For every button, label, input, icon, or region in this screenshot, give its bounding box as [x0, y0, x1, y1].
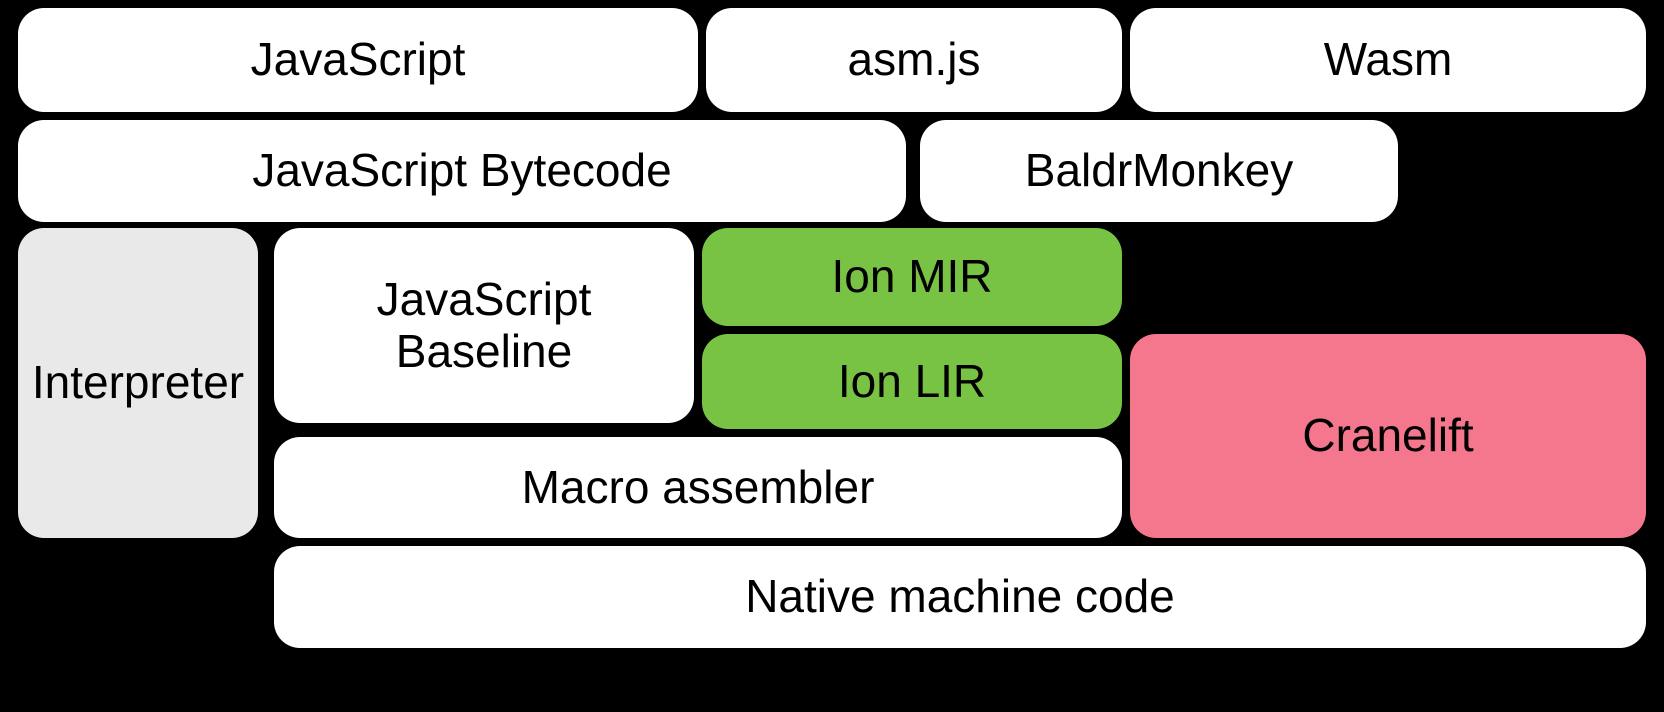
- box-cranelift[interactable]: Cranelift: [1130, 334, 1646, 538]
- box-javascript-baseline[interactable]: JavaScript Baseline: [274, 228, 694, 423]
- box-ion-mir[interactable]: Ion MIR: [702, 228, 1122, 326]
- box-macro-assembler[interactable]: Macro assembler: [274, 437, 1122, 538]
- box-wasm[interactable]: Wasm: [1130, 8, 1646, 112]
- box-asmjs[interactable]: asm.js: [706, 8, 1122, 112]
- box-native-machine-code[interactable]: Native machine code: [274, 546, 1646, 648]
- box-javascript-bytecode[interactable]: JavaScript Bytecode: [18, 120, 906, 222]
- box-javascript[interactable]: JavaScript: [18, 8, 698, 112]
- box-ion-lir[interactable]: Ion LIR: [702, 334, 1122, 429]
- box-interpreter[interactable]: Interpreter: [18, 228, 258, 538]
- box-baldrmonkey[interactable]: BaldrMonkey: [920, 120, 1398, 222]
